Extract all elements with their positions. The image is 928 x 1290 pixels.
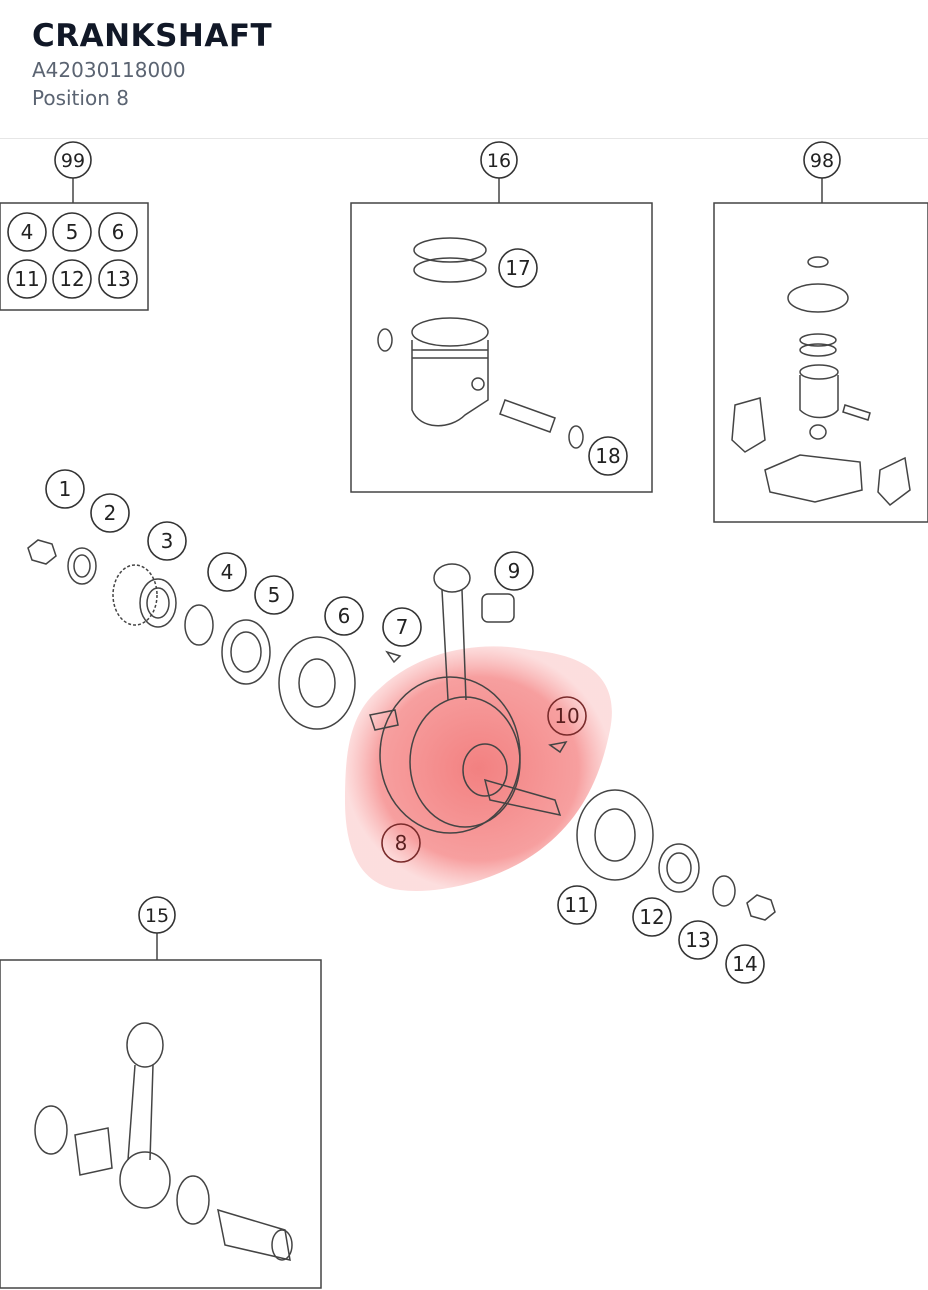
svg-text:14: 14	[732, 952, 757, 976]
svg-text:15: 15	[145, 905, 169, 927]
svg-text:16: 16	[487, 150, 511, 172]
svg-text:3: 3	[161, 529, 174, 553]
svg-text:10: 10	[554, 704, 579, 728]
svg-text:4: 4	[221, 560, 234, 584]
exploded-parts-diagram: 99 16 98 4 5 6 11 12 13 17 18 1 2 3 4 5 …	[0, 141, 928, 1289]
svg-text:11: 11	[14, 267, 39, 291]
page-title: CRANKSHAFT	[32, 18, 273, 54]
callout-99[interactable]: 99	[54, 141, 92, 179]
kit-item-5[interactable]: 5	[52, 212, 92, 252]
svg-text:6: 6	[112, 220, 125, 244]
callout-2[interactable]: 2	[90, 493, 130, 533]
connecting-rod-kit-box	[0, 933, 322, 1289]
svg-text:99: 99	[61, 150, 85, 172]
main-assembly	[27, 539, 776, 921]
callout-14[interactable]: 14	[725, 944, 765, 984]
callout-13[interactable]: 13	[678, 920, 718, 960]
svg-text:5: 5	[268, 583, 281, 607]
piston-kit-box	[350, 178, 653, 493]
kit-item-6[interactable]: 6	[98, 212, 138, 252]
svg-text:7: 7	[396, 615, 409, 639]
gasket-kit-box	[713, 178, 928, 523]
svg-text:12: 12	[59, 267, 84, 291]
svg-text:13: 13	[105, 267, 130, 291]
callout-3[interactable]: 3	[147, 521, 187, 561]
kit-item-4[interactable]: 4	[7, 212, 47, 252]
callout-6[interactable]: 6	[324, 596, 364, 636]
svg-text:98: 98	[810, 150, 834, 172]
svg-text:13: 13	[685, 928, 710, 952]
svg-text:12: 12	[639, 905, 664, 929]
callout-5[interactable]: 5	[254, 575, 294, 615]
callout-98[interactable]: 98	[803, 141, 841, 179]
callout-4[interactable]: 4	[207, 552, 247, 592]
kit-item-13[interactable]: 13	[98, 259, 138, 299]
kit-box-99	[0, 178, 149, 311]
svg-text:17: 17	[505, 256, 530, 280]
svg-text:8: 8	[395, 831, 408, 855]
callout-8-selected[interactable]: 8	[381, 823, 421, 863]
svg-text:5: 5	[66, 220, 79, 244]
callout-17[interactable]: 17	[498, 248, 538, 288]
part-number: A42030118000	[32, 58, 186, 82]
page-header: CRANKSHAFT A42030118000 Position 8	[0, 0, 928, 139]
kit-item-11[interactable]: 11	[7, 259, 47, 299]
kit-item-12[interactable]: 12	[52, 259, 92, 299]
svg-text:9: 9	[508, 559, 521, 583]
svg-text:4: 4	[21, 220, 34, 244]
callout-1[interactable]: 1	[45, 469, 85, 509]
svg-text:18: 18	[595, 444, 620, 468]
svg-text:6: 6	[338, 604, 351, 628]
callout-11[interactable]: 11	[557, 885, 597, 925]
svg-text:1: 1	[59, 477, 72, 501]
svg-text:11: 11	[564, 893, 589, 917]
callout-9[interactable]: 9	[494, 551, 534, 591]
callout-15[interactable]: 15	[138, 896, 176, 934]
callout-7[interactable]: 7	[382, 607, 422, 647]
svg-text:2: 2	[104, 501, 117, 525]
callout-12[interactable]: 12	[632, 897, 672, 937]
selected-part-highlight	[345, 646, 612, 891]
callout-18[interactable]: 18	[588, 436, 628, 476]
callout-16[interactable]: 16	[480, 141, 518, 179]
callout-10[interactable]: 10	[547, 696, 587, 736]
position-label: Position 8	[32, 86, 129, 110]
